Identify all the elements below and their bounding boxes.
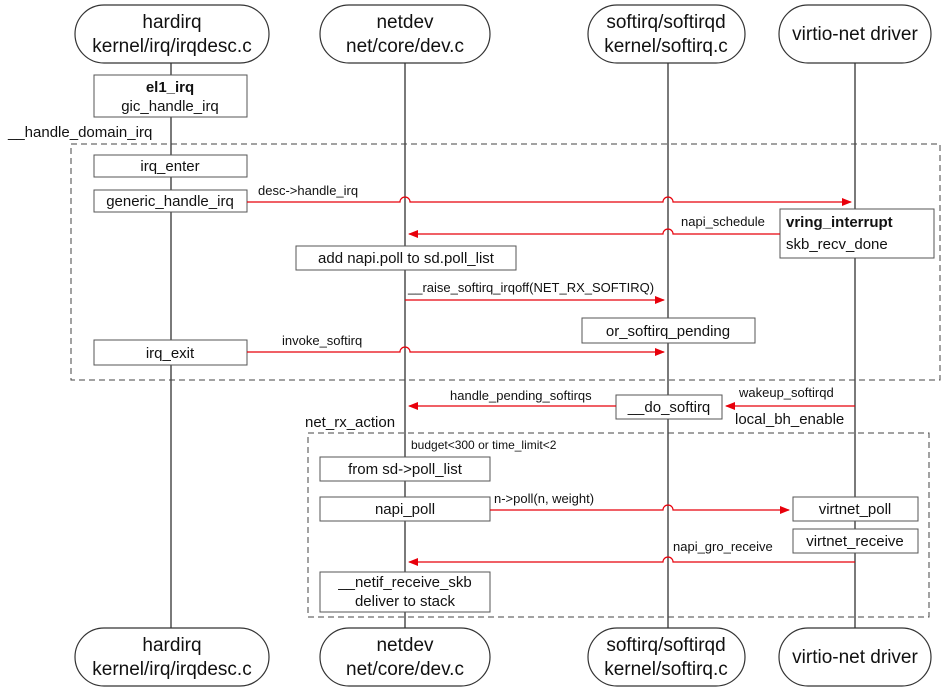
box-label: napi_poll — [375, 501, 435, 518]
box-irq-exit: irq_exit — [93, 339, 248, 366]
msg-desc-handle-irq: desc->handle_irq — [247, 183, 852, 206]
lane-footer-netdev: netdev net/core/dev.c — [319, 627, 491, 687]
msg-label: __raise_softirq_irqoff(NET_RX_SOFTIRQ) — [407, 280, 654, 295]
box-label: add napi.poll to sd.poll_list — [318, 250, 495, 267]
note-handle-domain-irq: __handle_domain_irq — [7, 124, 152, 141]
msg-label: handle_pending_softirqs — [450, 388, 592, 403]
lane-title: netdev — [376, 635, 434, 656]
lane-title: netdev — [376, 12, 434, 33]
lane-title: softirq/softirqd — [606, 635, 725, 656]
box-label: irq_enter — [140, 158, 199, 175]
box-label: from sd->poll_list — [348, 461, 463, 478]
box-label: generic_handle_irq — [106, 193, 234, 210]
box-label: deliver to stack — [355, 593, 456, 610]
box-virtnet-receive: virtnet_receive — [792, 528, 919, 554]
lane-header-netdev: netdev net/core/dev.c — [319, 4, 491, 64]
msg-raise-softirq: __raise_softirq_irqoff(NET_RX_SOFTIRQ) — [405, 280, 665, 304]
box-vring-interrupt: vring_interrupt skb_recv_done — [779, 208, 935, 259]
lane-subtitle: kernel/softirq.c — [604, 659, 728, 680]
lane-title: hardirq — [142, 12, 201, 33]
msg-label: wakeup_softirqd — [738, 385, 834, 400]
note-budget: budget<300 or time_limit<2 — [411, 438, 557, 452]
lane-header-hardirq: hardirq kernel/irq/irqdesc.c — [74, 4, 270, 64]
lane-title: virtio-net driver — [792, 24, 918, 45]
box-generic-handle-irq: generic_handle_irq — [93, 189, 248, 213]
msg-label: napi_schedule — [681, 214, 765, 229]
msg-wakeup-softirqd: wakeup_softirqd — [725, 385, 855, 410]
lane-title: virtio-net driver — [792, 647, 918, 668]
box-from-poll-list: from sd->poll_list — [319, 456, 491, 482]
msg-n-poll: n->poll(n, weight) — [490, 491, 790, 514]
box-irq-enter: irq_enter — [93, 154, 248, 178]
lane-footer-softirq: softirq/softirqd kernel/softirq.c — [587, 627, 746, 687]
msg-handle-pending-softirqs: handle_pending_softirqs — [408, 388, 616, 410]
lane-subtitle: kernel/softirq.c — [604, 36, 728, 57]
box-el1-irq: el1_irq gic_handle_irq — [93, 74, 248, 118]
lane-title: softirq/softirqd — [606, 12, 725, 33]
lane-subtitle: net/core/dev.c — [346, 659, 464, 680]
msg-invoke-softirq: invoke_softirq — [247, 333, 665, 356]
note-local-bh-enable: local_bh_enable — [735, 411, 844, 428]
msg-label: n->poll(n, weight) — [494, 491, 594, 506]
msg-label: desc->handle_irq — [258, 183, 358, 198]
box-or-softirq-pending: or_softirq_pending — [581, 317, 756, 344]
lane-title: hardirq — [142, 635, 201, 656]
box-do-softirq: __do_softirq — [615, 394, 723, 420]
msg-label: invoke_softirq — [282, 333, 362, 348]
msg-label: napi_gro_receive — [673, 539, 773, 554]
box-add-napi-poll: add napi.poll to sd.poll_list — [295, 245, 517, 271]
net-rx-loop-frame — [307, 432, 930, 618]
lane-subtitle: kernel/irq/irqdesc.c — [92, 659, 251, 680]
box-virtnet-poll: virtnet_poll — [792, 496, 919, 522]
msg-napi-schedule: napi_schedule — [408, 214, 780, 238]
box-label: virtnet_poll — [819, 501, 892, 518]
box-label: gic_handle_irq — [121, 98, 219, 115]
box-label: virtnet_receive — [806, 533, 904, 550]
lane-header-softirq: softirq/softirqd kernel/softirq.c — [587, 4, 746, 64]
box-label: or_softirq_pending — [606, 323, 730, 340]
irq-context-frame — [70, 143, 941, 381]
box-label: irq_exit — [146, 345, 195, 362]
box-napi-poll: napi_poll — [319, 496, 491, 522]
box-label: __netif_receive_skb — [337, 574, 471, 591]
lane-footer-hardirq: hardirq kernel/irq/irqdesc.c — [74, 627, 270, 687]
lane-subtitle: net/core/dev.c — [346, 36, 464, 57]
box-netif-receive-skb: __netif_receive_skb deliver to stack — [319, 571, 491, 613]
lane-subtitle: kernel/irq/irqdesc.c — [92, 36, 251, 57]
box-label: skb_recv_done — [786, 236, 888, 253]
box-label-bold: vring_interrupt — [786, 214, 893, 231]
msg-napi-gro-receive: napi_gro_receive — [408, 539, 855, 566]
lane-header-virtio: virtio-net driver — [778, 4, 932, 64]
lane-footer-virtio: virtio-net driver — [778, 627, 932, 687]
note-net-rx-action: net_rx_action — [305, 414, 395, 431]
box-label-bold: el1_irq — [146, 79, 194, 96]
box-label: __do_softirq — [627, 399, 711, 416]
